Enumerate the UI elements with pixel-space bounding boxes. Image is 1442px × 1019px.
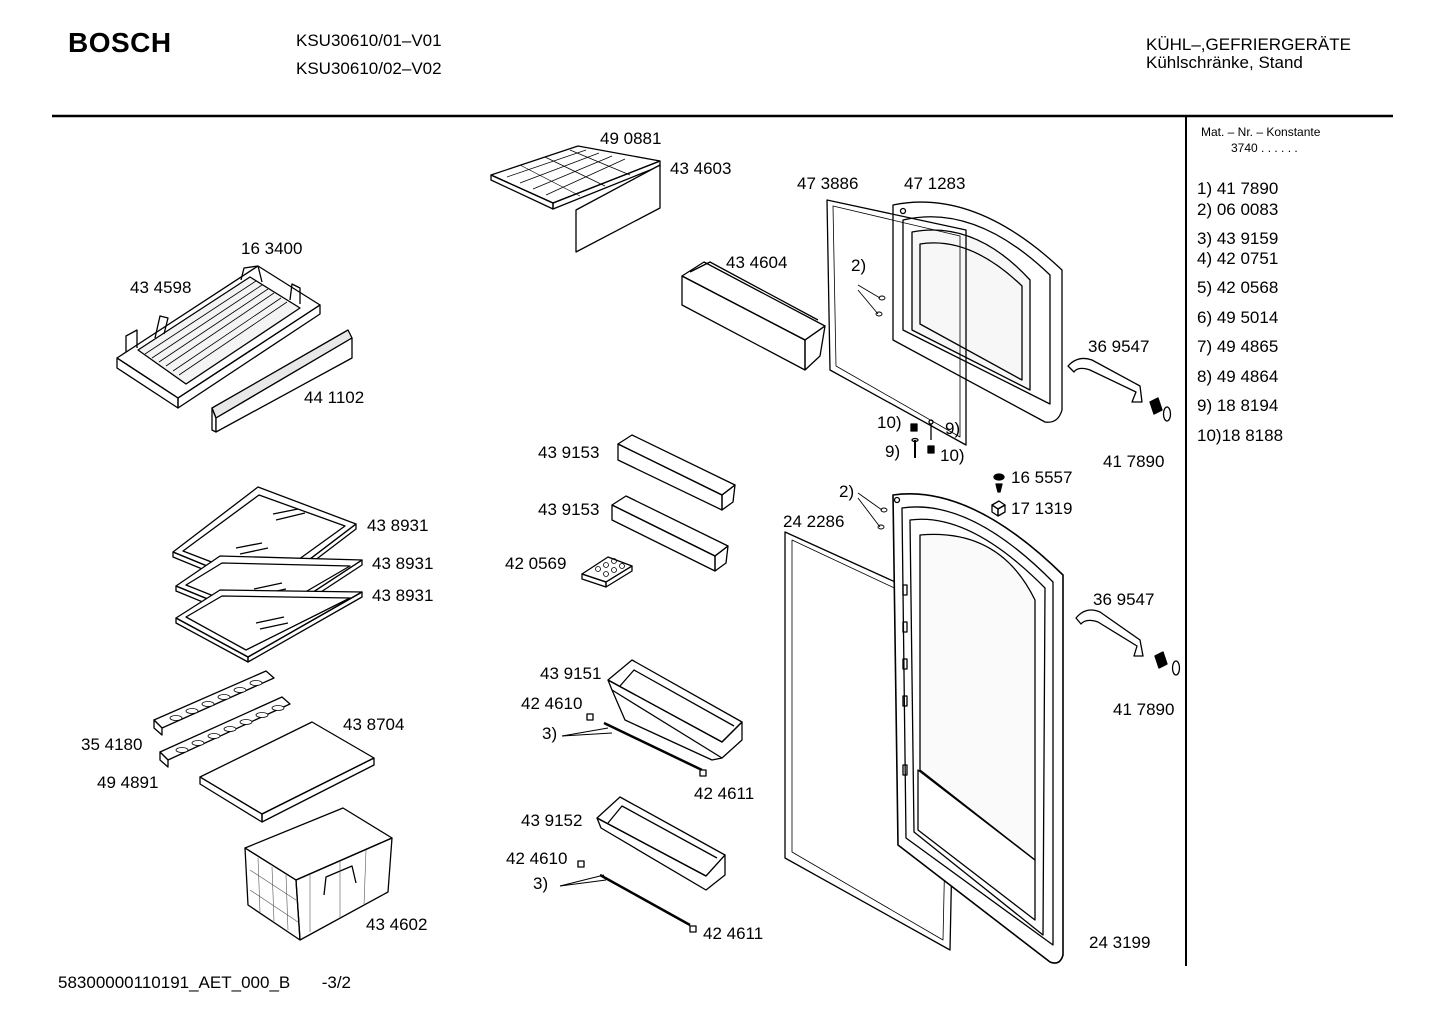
part-label-438931-a: 43 8931: [367, 516, 429, 535]
handle-lower-drawing: [1075, 609, 1144, 657]
clip-424610-lower-drawing: [577, 860, 585, 868]
glass-shelf-bottom-drawing: [175, 589, 363, 663]
part-label-434598: 43 4598: [130, 278, 192, 297]
handle-cap-lower-drawing: [1154, 651, 1181, 676]
door-shelf-upper-drawing: [607, 659, 743, 761]
drawer-front-strip-drawing: [211, 329, 353, 433]
brand-logo: BOSCH: [68, 27, 172, 58]
footnote-10: 10)18 8188: [1197, 426, 1284, 445]
footnote-5: 5) 42 0568: [1197, 278, 1279, 297]
part-label-424610-a: 42 4610: [521, 694, 583, 713]
footnote-7: 7) 49 4865: [1197, 337, 1279, 356]
part-label-417890-a: 41 7890: [1103, 452, 1165, 471]
wire-drawer-drawing: [116, 265, 321, 409]
category-line-2: Kühlschränke, Stand: [1146, 53, 1303, 72]
clip-424610-upper-drawing: [586, 713, 594, 721]
footnote-6: 6) 49 5014: [1197, 308, 1279, 327]
part-label-354180: 35 4180: [81, 735, 143, 754]
part-label-note9-b: 9): [885, 442, 901, 461]
door-shelf-lower-drawing: [596, 796, 726, 891]
category-line-1: KÜHL–,GEFRIERGERÄTE: [1146, 35, 1351, 54]
footnote-3: 3) 43 9159: [1197, 229, 1279, 248]
screws-2-lower-drawing: [857, 492, 888, 530]
trim-rail-upper-drawing: [603, 721, 703, 772]
footnote-8: 8) 49 4864: [1197, 367, 1279, 386]
part-label-note3-b: 3): [533, 874, 549, 893]
egg-tray-drawing: [581, 556, 633, 588]
rail-strip-lower-drawing: [159, 696, 291, 768]
freezer-gasket-drawing: [826, 199, 967, 446]
part-label-420569: 42 0569: [505, 554, 567, 573]
part-label-494891: 49 4891: [97, 773, 159, 792]
model-number-2: KSU30610/02–V02: [296, 59, 442, 78]
part-label-439151: 43 9151: [540, 664, 602, 683]
part-label-242286: 24 2286: [783, 512, 845, 531]
part-label-165557: 16 5557: [1011, 468, 1073, 487]
screws-2-top-drawing: [857, 284, 886, 317]
part-165557-drawing: [993, 473, 1005, 493]
part-171319-drawing: [991, 500, 1006, 517]
document-id-code: 58300000110191_AET_000_B: [58, 973, 291, 992]
part-label-434604: 43 4604: [726, 253, 788, 272]
part-label-note10-b: 10): [940, 446, 965, 465]
sidebar-title: Mat. – Nr. – Konstante: [1201, 125, 1321, 139]
part-label-471283: 47 1283: [904, 174, 966, 193]
part-label-439153-a: 43 9153: [538, 443, 600, 462]
trim-rail-lower-drawing: [599, 873, 691, 927]
part-label-434603: 43 4603: [670, 159, 732, 178]
freezer-door-drawing: [892, 201, 1063, 423]
door-bin-lower-drawing: [611, 495, 729, 572]
part-label-439153-b: 43 9153: [538, 500, 600, 519]
crisper-drawer-drawing: [244, 807, 393, 941]
crisper-cover-drawing: [199, 721, 375, 823]
part-label-417890-b: 41 7890: [1113, 700, 1175, 719]
part-label-439152: 43 9152: [521, 811, 583, 830]
part-label-369547-a: 36 9547: [1088, 337, 1150, 356]
part-label-438704: 43 8704: [343, 715, 405, 734]
part-label-434602: 43 4602: [366, 915, 428, 934]
part-label-243199: 24 3199: [1089, 933, 1151, 952]
footnote-2: 2) 06 0083: [1197, 200, 1279, 219]
bottle-rack-drawing: [681, 261, 826, 371]
footnote-4: 4) 42 0751: [1197, 249, 1279, 268]
part-label-424611-a: 42 4611: [694, 784, 755, 803]
handle-cap-upper-drawing: [1149, 397, 1172, 422]
sidebar-constant: 3740 . . . . . .: [1231, 141, 1298, 155]
part-label-note9-a: 9): [945, 419, 961, 438]
part-label-163400: 16 3400: [241, 239, 303, 258]
fasteners-9-10-drawing: [910, 419, 935, 458]
part-label-441102: 44 1102: [304, 388, 365, 407]
part-label-490881: 49 0881: [600, 129, 662, 148]
clip-424611-upper-drawing: [699, 769, 707, 777]
part-label-424611-b: 42 4611: [703, 924, 764, 943]
footnote-1: 1) 41 7890: [1197, 179, 1279, 198]
footnote-9: 9) 18 8194: [1197, 396, 1279, 415]
cover-panel-drawing: [575, 164, 661, 253]
fridge-door-drawing: [892, 493, 1064, 964]
part-label-369547-b: 36 9547: [1093, 590, 1155, 609]
model-number-1: KSU30610/01–V01: [296, 31, 442, 50]
clip-424611-lower-drawing: [689, 925, 697, 933]
part-label-note2-a: 2): [851, 256, 867, 275]
part-label-note10-a: 10): [877, 413, 902, 432]
part-label-171319: 17 1319: [1011, 499, 1073, 518]
door-bin-upper-drawing: [617, 434, 736, 511]
part-label-438931-b: 43 8931: [372, 554, 434, 573]
part-label-note3-a: 3): [542, 724, 558, 743]
document-id: 58300000110191_AET_000_B -3/2: [58, 973, 351, 993]
part-label-note2-b: 2): [839, 482, 855, 501]
rail-strip-upper-drawing: [153, 670, 275, 736]
part-label-424610-b: 42 4610: [506, 849, 568, 868]
handle-upper-drawing: [1067, 357, 1143, 403]
part-label-438931-c: 43 8931: [372, 586, 434, 605]
page-indicator: -3/2: [321, 973, 351, 992]
part-label-473886: 47 3886: [797, 174, 859, 193]
